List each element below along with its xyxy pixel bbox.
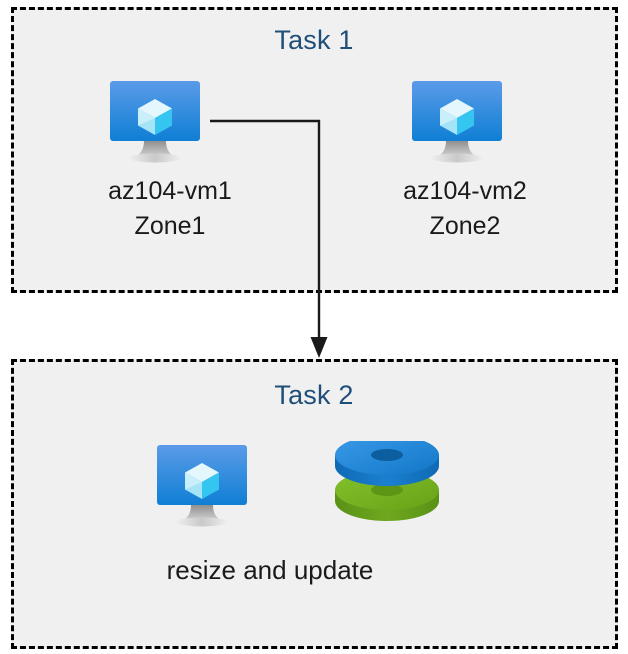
- azure-managed-disks-icon: [332, 435, 442, 531]
- vm1-label: az104-vm1 Zone1: [108, 177, 232, 240]
- task-2-action-caption: resize and update: [166, 555, 374, 585]
- task-1-title: Task 1: [274, 25, 354, 55]
- azure-virtual-machine-icon: [410, 79, 514, 165]
- task-2-group-box: [11, 359, 618, 649]
- azure-virtual-machine-icon: [155, 443, 259, 529]
- azure-virtual-machine-icon: [108, 79, 212, 165]
- task-2-title: Task 2: [274, 380, 354, 410]
- vm2-label: az104-vm2 Zone2: [403, 177, 527, 240]
